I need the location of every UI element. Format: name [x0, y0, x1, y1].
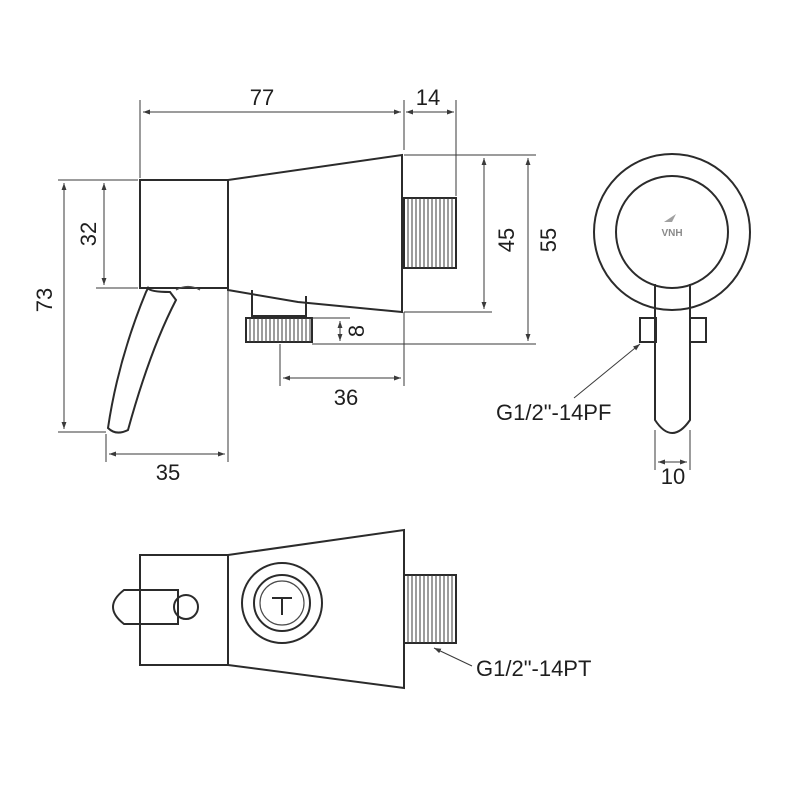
top-inlet-face [241, 562, 323, 644]
valve-handle-body [139, 179, 229, 289]
dim-55-label: 55 [536, 228, 561, 252]
top-lever [112, 589, 199, 625]
dim-8-label: 8 [344, 325, 369, 337]
front-lever [654, 284, 691, 434]
dim-32-label: 32 [76, 222, 101, 246]
valve-inner-disk [615, 175, 729, 289]
top-outlet-thread [403, 574, 457, 644]
valve-cone-body [227, 153, 403, 314]
inlet-thread [245, 290, 313, 343]
front-inlet-thread [639, 317, 707, 343]
dim-45-label: 45 [494, 228, 519, 252]
valve-outer-ring [593, 153, 751, 311]
top-handle-body [139, 554, 229, 666]
thread-female-label: G1/2"-14PF [496, 400, 611, 425]
dim-35-label: 35 [156, 460, 180, 485]
logo-text: VNH [661, 228, 682, 239]
outlet-thread [403, 197, 457, 269]
logo-icon: VNH [661, 214, 683, 239]
dim-36-label: 36 [334, 385, 358, 410]
side-view: 77 14 32 73 45 55 8 36 [32, 85, 561, 485]
top-view: G1/2"-14PT [112, 528, 591, 690]
lever-handle [106, 285, 178, 434]
front-view: VNH G1/2"-14PF 10 [496, 153, 751, 489]
dim-10-label: 10 [661, 464, 685, 489]
dim-73-label: 73 [32, 288, 57, 312]
dim-14-label: 14 [416, 85, 440, 110]
thread-male-label: G1/2"-14PT [476, 656, 591, 681]
dim-77-label: 77 [250, 85, 274, 110]
